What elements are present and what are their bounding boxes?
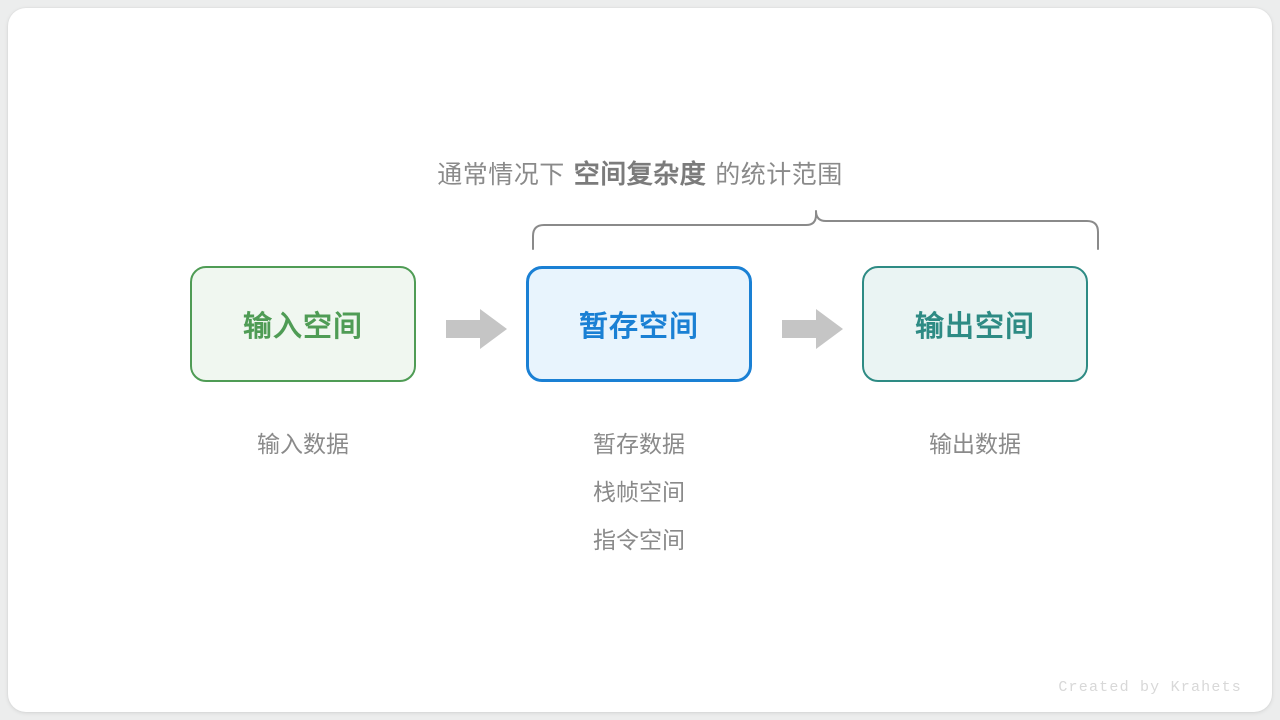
caption-emphasis: 空间复杂度 <box>573 159 707 189</box>
sublabel-input-data: 输入数据 <box>257 431 349 457</box>
node-temp-space[interactable]: 暂存空间 <box>526 266 752 382</box>
diagram-stage: 通常情况下空间复杂度的统计范围 输入空间 暂存空间 <box>8 8 1272 712</box>
pipeline-row: 输入空间 暂存空间 输出空间 <box>8 266 1272 390</box>
sublabel-output-data: 输出数据 <box>929 431 1021 457</box>
scope-brace <box>523 203 1108 259</box>
sublabel-group-temp: 暂存数据 栈帧空间 指令空间 <box>509 420 769 564</box>
caption-prefix: 通常情况下 <box>437 161 565 189</box>
sublabel-group-output: 输出数据 <box>845 420 1105 468</box>
sublabel-group-input: 输入数据 <box>173 420 433 468</box>
caption-suffix: 的统计范围 <box>715 161 843 189</box>
arrow-right-icon-1 <box>446 308 508 350</box>
node-output-space-label: 输出空间 <box>914 311 1035 343</box>
node-input-space-label: 输入空间 <box>242 311 363 343</box>
diagram-card: 通常情况下空间复杂度的统计范围 输入空间 暂存空间 <box>8 8 1272 712</box>
node-temp-space-label: 暂存空间 <box>578 311 699 343</box>
scope-caption: 通常情况下空间复杂度的统计范围 <box>8 154 1272 195</box>
credit-text: Created by Krahets <box>1058 679 1242 696</box>
sublabel-row: 输入数据 暂存数据 栈帧空间 指令空间 输出数据 <box>8 420 1272 580</box>
node-input-space[interactable]: 输入空间 <box>190 266 416 382</box>
sublabel-instruction-space: 指令空间 <box>593 527 685 553</box>
sublabel-temp-data: 暂存数据 <box>593 431 685 457</box>
arrow-right-icon-2 <box>782 308 844 350</box>
sublabel-stack-frame-space: 栈帧空间 <box>593 479 685 505</box>
node-output-space[interactable]: 输出空间 <box>862 266 1088 382</box>
